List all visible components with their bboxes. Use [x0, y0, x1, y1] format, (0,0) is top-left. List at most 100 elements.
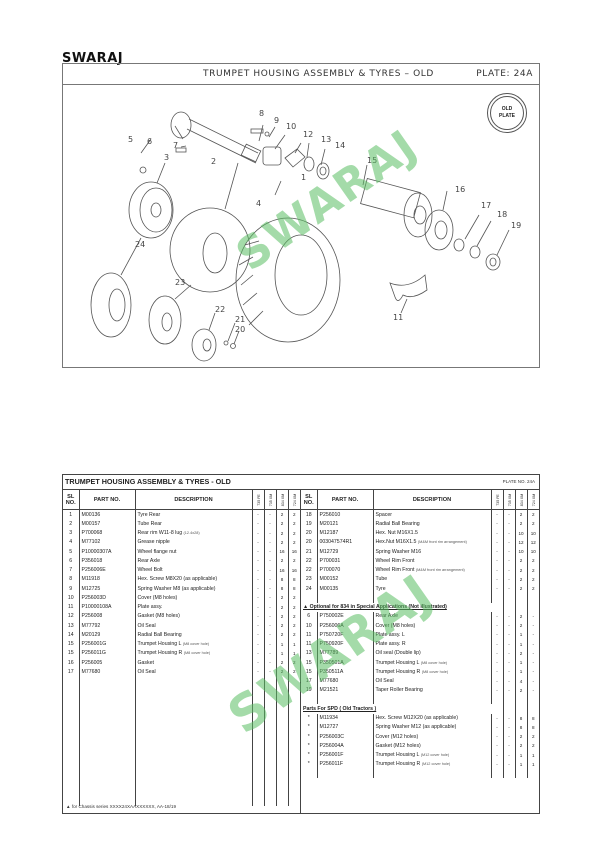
empty-cell — [288, 769, 300, 778]
quantity-cell: - — [503, 574, 516, 584]
empty-cell — [79, 759, 136, 769]
description-text: Cover (M8 holes) — [137, 594, 178, 601]
empty-cell — [135, 676, 253, 686]
empty-cell — [63, 722, 80, 732]
empty-cell — [276, 778, 289, 788]
quantity-cell: - — [491, 509, 504, 520]
description-text: Hex. Nut M16X1.5 — [375, 530, 418, 537]
quantity-cell: - — [491, 676, 504, 686]
part-number-cell: P256006E — [79, 565, 136, 575]
description-note: (M12 cover hole) — [421, 762, 451, 767]
quantity-cell: 2 — [531, 743, 535, 749]
quantity-cell: 16 — [276, 565, 289, 575]
exploded-diagram: 1 2 3 4 5 6 7 8 9 10 11 12 13 14 15 16 1… — [63, 85, 539, 367]
quantity-cell: 1 — [515, 750, 528, 760]
empty-cell — [79, 769, 136, 779]
empty-cell — [373, 769, 492, 779]
sl-cell: 10 — [63, 593, 80, 603]
description-cell: Plate assy. R — [373, 639, 492, 649]
part-number-cell: P700070 — [317, 565, 374, 575]
quantity-cell: 1 — [515, 658, 528, 668]
description-text: Grease nipple — [137, 539, 170, 546]
empty-cell — [79, 796, 136, 806]
part-number-cell: M12725 — [79, 584, 136, 594]
header-sl: SL NO. — [63, 490, 80, 510]
callout-15: 15 — [367, 156, 378, 165]
quantity-cell: 2 — [515, 648, 528, 658]
empty-cell — [503, 593, 516, 603]
header-part-no: PART NO. — [317, 490, 374, 510]
description-text: Oil Seal — [137, 668, 156, 675]
optional-section-heading: ▲ Optional for 834 in Special Applicatio… — [301, 602, 539, 612]
blank-row — [63, 796, 300, 806]
empty-cell — [63, 741, 80, 751]
callout-1: 1 — [301, 173, 307, 182]
description-text: Spring Washer M12 (as applicable) — [375, 724, 457, 731]
description-cell: Hex. Nut M16X1.5 — [373, 528, 492, 538]
empty-cell — [301, 593, 318, 603]
description-cell: Hex.Nut M16X1.5 (M&M front rim arrangeme… — [373, 537, 492, 547]
empty-cell — [63, 695, 80, 705]
empty-cell — [252, 695, 265, 705]
quantity-cell: 2 — [515, 565, 528, 575]
empty-cell — [317, 593, 374, 603]
empty-cell — [288, 741, 300, 750]
quantity-cell: 2 — [531, 734, 535, 740]
callout-24: 24 — [135, 240, 146, 249]
parts-table-right: SL NO. PART NO. DESCRIPTION 735 FE 735 X… — [301, 490, 539, 813]
description-cell: Cover (M12 holes) — [373, 732, 492, 742]
sl-cell: * — [301, 750, 318, 760]
quantity-cell: - — [252, 574, 265, 584]
quantity-cell: - — [503, 584, 516, 594]
quantity-cell: - — [264, 639, 277, 649]
empty-cell — [63, 676, 80, 686]
part-number-cell: M00157 — [79, 519, 136, 529]
blank-row — [301, 593, 539, 603]
sl-cell: 11 — [63, 602, 80, 612]
quantity-cell: - — [503, 547, 516, 557]
quantity-cell: 8 — [292, 576, 296, 582]
description-text: Tyre — [375, 585, 386, 592]
description-text: Trumpet Housing L — [137, 641, 182, 648]
part-number-cell: P700068 — [79, 528, 136, 538]
quantity-cell: - — [252, 611, 265, 621]
quantity-cell: 8 — [531, 715, 535, 721]
part-number-cell: M77789 — [317, 648, 374, 658]
quantity-cell: - — [491, 648, 504, 658]
quantity-cell: - — [503, 667, 516, 677]
description-cell: Spring Washer M16 — [373, 547, 492, 557]
table-header-row: SL NO. PART NO. DESCRIPTION 735 FE 735 X… — [301, 490, 539, 510]
quantity-cell: 2 — [515, 556, 528, 566]
spd-section-heading-label: Parts For SPD ( Old Tractors ) — [303, 705, 377, 712]
sl-cell: 5 — [63, 547, 80, 557]
empty-cell — [276, 769, 289, 779]
empty-cell — [79, 695, 136, 705]
empty-cell — [63, 796, 80, 806]
empty-cell — [264, 713, 277, 723]
quantity-cell: - — [503, 732, 516, 742]
sl-cell: 15 — [301, 667, 318, 677]
description-cell: Trumpet Housing R (M8 cover hole) — [135, 648, 253, 658]
sl-cell: 19 — [301, 685, 318, 695]
quantity-cell: - — [503, 759, 516, 769]
callout-23: 23 — [175, 278, 186, 287]
exploded-parts-illustration — [90, 111, 510, 362]
quantity-cell: 2 — [292, 623, 296, 629]
quantity-cell: 16 — [276, 547, 289, 557]
quantity-cell: - — [532, 623, 535, 629]
sl-cell: 7 — [63, 565, 80, 575]
header-model-4: 724 XM — [288, 490, 300, 510]
quantity-cell: 2 — [276, 630, 289, 640]
empty-cell — [252, 713, 265, 723]
quantity-cell: - — [503, 519, 516, 529]
quantity-cell: 1 — [276, 648, 289, 658]
quantity-cell: - — [252, 593, 265, 603]
